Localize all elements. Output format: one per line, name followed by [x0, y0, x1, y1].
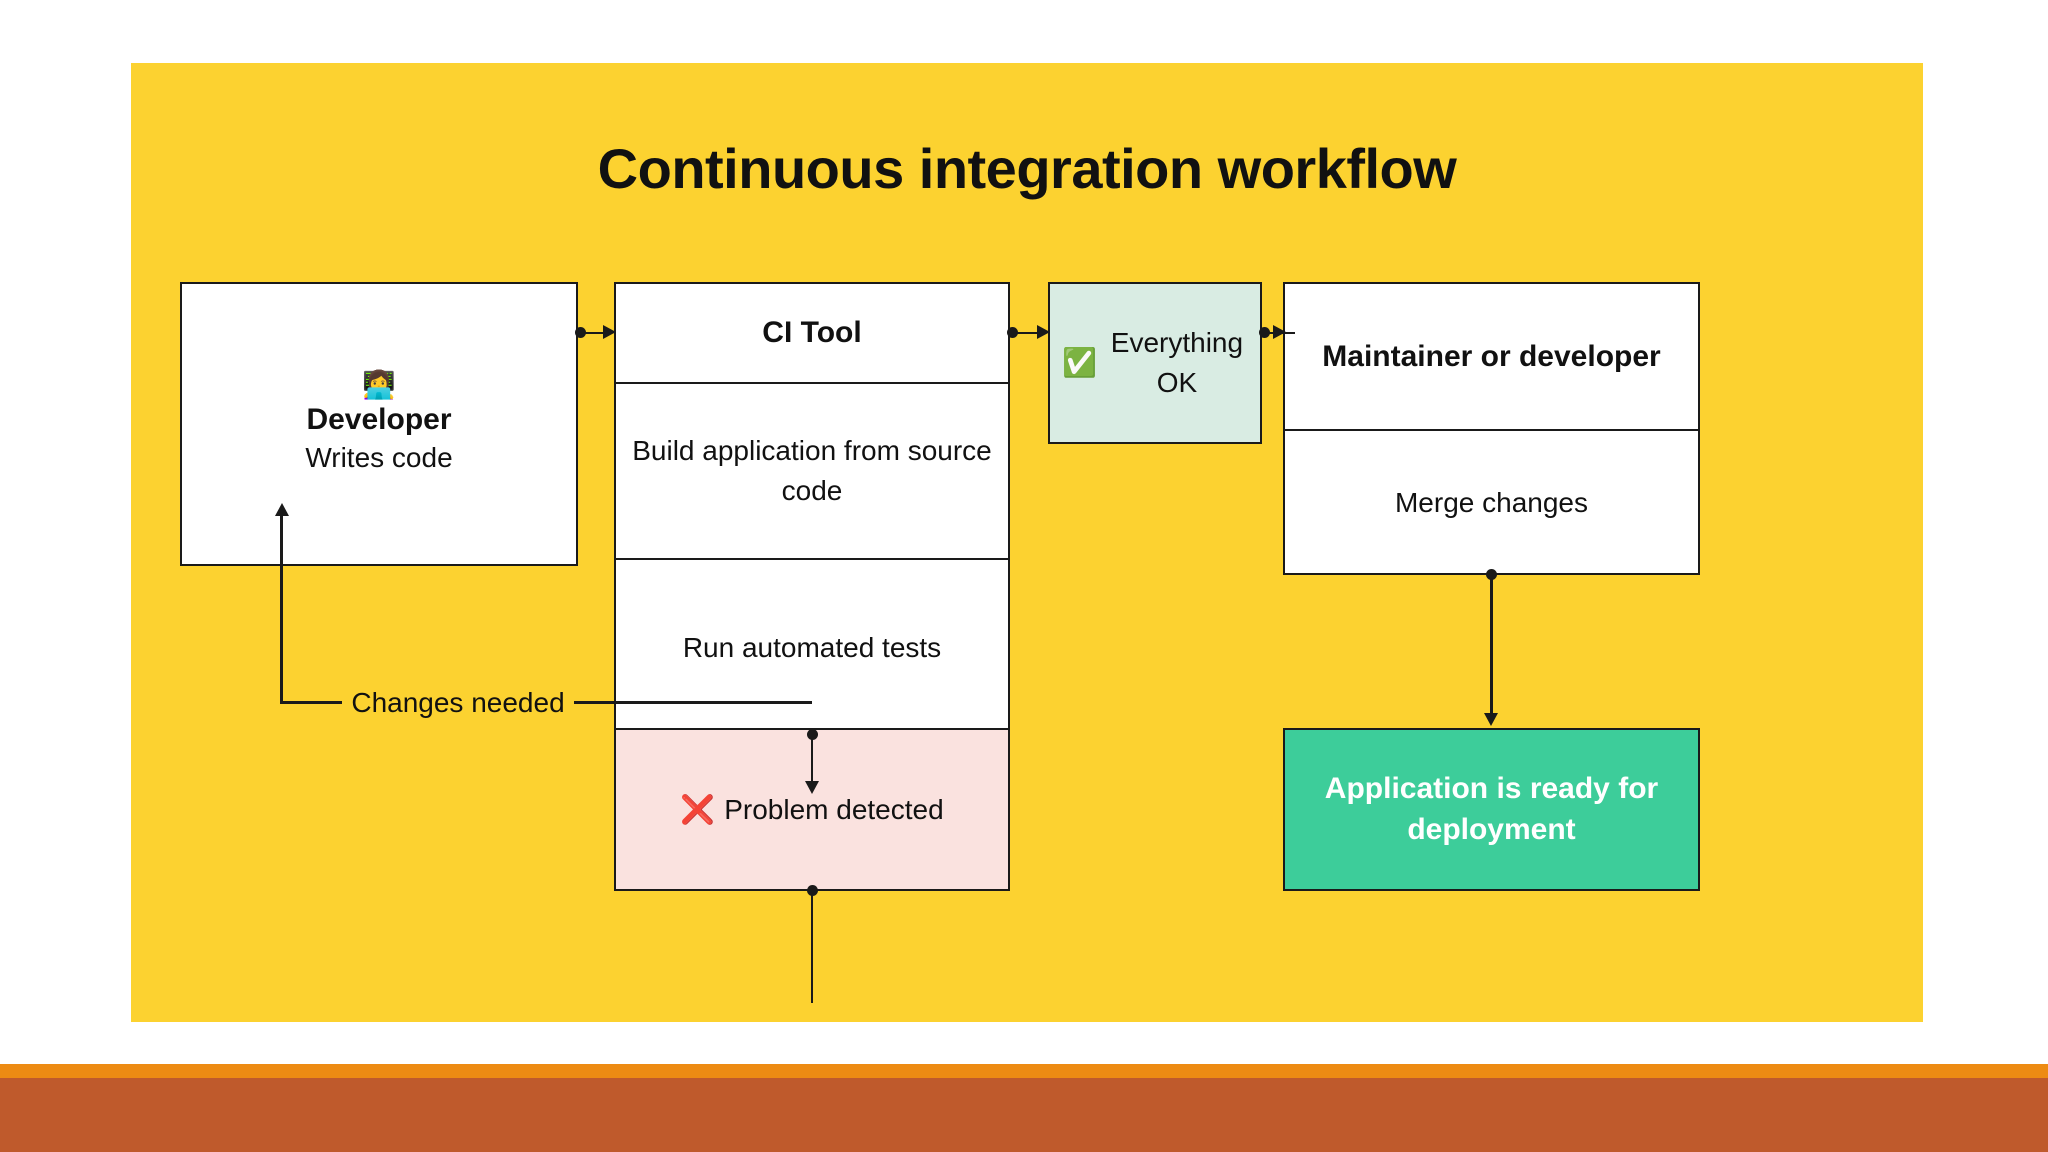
developer-subtitle: Writes code [305, 441, 453, 473]
check-mark-button-icon: ✅ [1062, 347, 1097, 378]
node-everything-ok[interactable]: ✅ Everything OK [1048, 282, 1262, 444]
connector-arrow-maintainer-to-ready [1484, 713, 1498, 726]
connector-line-ci-to-ok [1012, 331, 1042, 334]
node-maintainer[interactable]: Maintainer or developer Merge changes [1283, 282, 1700, 575]
ci-tool-step-build: Build application from source code [616, 382, 1008, 558]
connector-arrow-ok-to-maintainer [1273, 325, 1286, 339]
ci-tool-title: CI Tool [762, 316, 862, 350]
everything-ok-label: Everything OK [1110, 327, 1244, 398]
connector-arrow-ci-to-problem [804, 781, 819, 794]
problem-label: Problem detected [724, 793, 944, 825]
node-developer[interactable]: 👩‍💻 Developer Writes code [180, 282, 578, 566]
person-at-laptop-icon: 👩‍💻 [362, 369, 396, 400]
footer-band-brick [0, 1078, 2048, 1152]
connector-dot-problem-bottom [806, 885, 818, 896]
loop-label-changes-needed: Changes needed [351, 687, 565, 718]
loop-segment-left-of-label [280, 701, 342, 704]
page-title: Continuous integration workflow [597, 137, 1457, 200]
loop-segment-up-to-developer [280, 516, 283, 704]
node-application-ready[interactable]: Application is ready for deployment [1283, 728, 1700, 891]
connector-arrow-developer-to-ci [603, 325, 616, 339]
problem-content: ❌ Problem detected [616, 730, 1008, 889]
node-ci-tool[interactable]: CI Tool Build application from source co… [614, 282, 1010, 735]
connector-line-ci-to-problem [810, 734, 813, 786]
connector-arrow-loop-to-developer [274, 503, 289, 516]
cross-mark-icon: ❌ [680, 793, 716, 825]
diagram-canvas: Continuous integration workflow 👩‍💻 Deve… [131, 63, 1923, 1022]
loop-segment-right-of-label [574, 701, 812, 704]
maintainer-action: Merge changes [1285, 429, 1698, 575]
developer-title: Developer [306, 403, 452, 437]
developer-content: 👩‍💻 Developer Writes code [182, 284, 576, 564]
application-ready-label: Application is ready for deployment [1324, 772, 1659, 846]
everything-ok-content: ✅ Everything OK [1050, 284, 1260, 442]
connector-line-maintainer-to-ready [1490, 574, 1493, 716]
footer-band-orange [0, 1064, 2048, 1078]
maintainer-title: Maintainer or developer [1322, 339, 1661, 373]
loop-segment-down-from-problem [810, 891, 813, 1003]
connector-line-developer-to-ci [580, 331, 610, 334]
ci-tool-step-tests: Run automated tests [616, 558, 1008, 735]
connector-arrow-ci-to-ok [1037, 325, 1050, 339]
